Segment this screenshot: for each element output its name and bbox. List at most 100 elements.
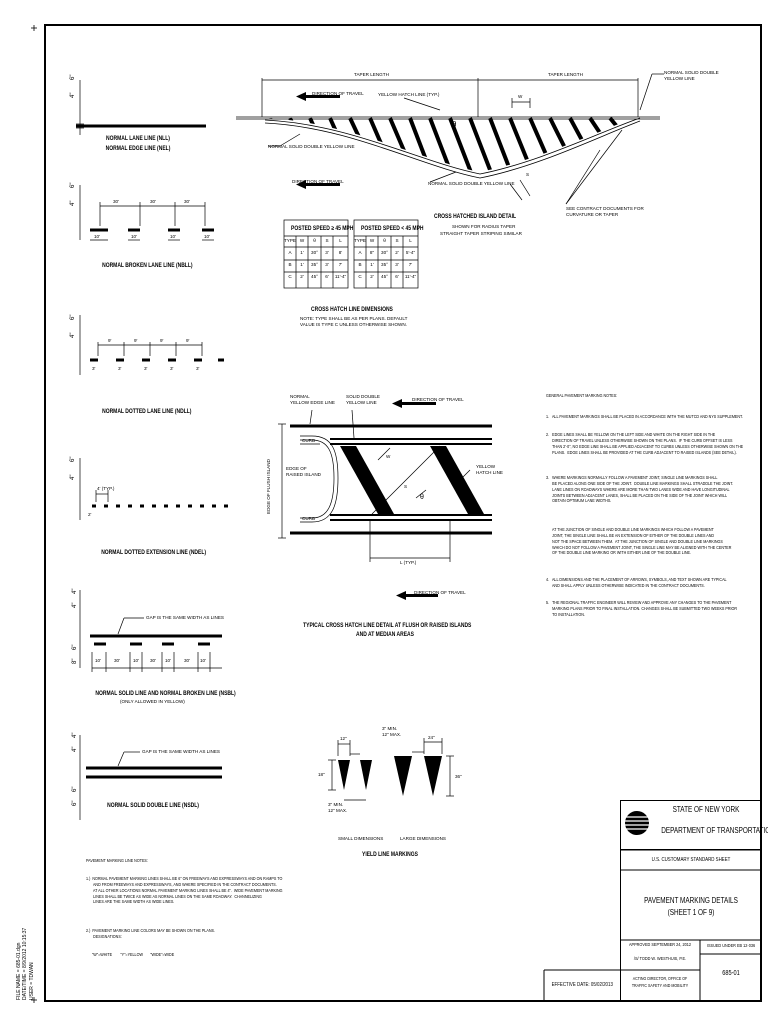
table-high-speed-title: POSTED SPEED ≥ 45 MPH (291, 225, 354, 232)
pml-notes-item2: 2.) PAVEMENT MARKING LINE COLORS MAY BE … (86, 928, 215, 939)
table-high-cell-0-2: 30° (311, 250, 318, 255)
dim-sb-10-b: 10' (133, 658, 139, 663)
dim-sb-30-c: 30' (184, 658, 190, 663)
dim-sb-10-d: 10' (200, 658, 206, 663)
island-detail-title: CROSS HATCHED ISLAND DETAIL (433, 213, 517, 220)
table-high-cell-2-1: 2' (300, 274, 304, 279)
table-low-cell-0-3: 2' (395, 250, 399, 255)
general-note-5: 5. THE REGIONAL TRAFFIC ENGINEER WILL RE… (546, 600, 738, 617)
dim-sb-10-c: 10' (165, 658, 171, 663)
table-high-cell-1-4: 7' (338, 262, 343, 267)
dim-3-e: 3' (196, 366, 200, 371)
table-high-cell-1-3: 3' (325, 262, 329, 267)
table-high-cell-2-2: 45° (311, 274, 318, 279)
table-low-header-4: L (409, 238, 412, 243)
gap-note-2: GAP IS THE SAME WIDTH AS LINES (142, 749, 220, 754)
table-low-header-3: S (395, 238, 399, 243)
double-yellow-line-left: NORMAL SOLID DOUBLE YELLOW LINE (268, 144, 355, 149)
table-low-header-0: TYPE (354, 238, 366, 243)
table-high-cell-0-4: 8' (338, 250, 343, 255)
table-high-header-4: L (339, 238, 342, 243)
tb-title2: (SHEET 1 OF 9) (667, 908, 715, 917)
yield-small-dims: SMALL DIMENSIONS (338, 836, 384, 841)
see-contract-documents: SEE CONTRACT DOCUMENTS FOR CURVATURE OR … (566, 206, 644, 217)
table-high-cell-2-0: C (288, 274, 292, 279)
solid-and-broken-line-detail (79, 590, 222, 672)
table-high-header-3: S (325, 238, 329, 243)
label-normal-lane-line: NORMAL LANE LINE (NLL) (106, 135, 170, 142)
dim-sb-10-a: 10' (95, 658, 101, 663)
table-low-cell-1-0: B (358, 262, 362, 267)
dim-sb-30-b: 30' (150, 658, 156, 663)
table-low-speed-title: POSTED SPEED < 45 MPH (361, 225, 424, 232)
table-low-cell-2-1: 2' (370, 274, 374, 279)
table-high-cell-1-2: 35° (311, 262, 318, 267)
table-low-cell-1-2: 35° (381, 262, 388, 267)
table-high-header-0: TYPE (284, 238, 296, 243)
yield-d3min-bottom: 3" MIN. 12" MAX. (328, 802, 348, 813)
tb-state: STATE OF NEW YORK (672, 805, 740, 814)
label-solid-double-line: NORMAL SOLID DOUBLE LINE (NSDL) (107, 802, 199, 809)
dim-30-b: 30' (150, 199, 156, 204)
tb-number: 685-01 (722, 970, 740, 977)
margin-file-info: FILE NAME = 685-01.dgn DATE/TIME = 8/9/2… (16, 927, 35, 1000)
table-low-cell-0-0: A (358, 250, 362, 255)
table-low-cell-0-1: 8" (369, 250, 375, 255)
table-low-cell-1-3: 3' (395, 262, 399, 267)
table-high-cell-2-4: 11'-4" (334, 274, 347, 279)
tb-title1: PAVEMENT MARKING DETAILS (644, 896, 738, 905)
general-note-1: 1. ALL PAVEMENT MARKINGS SHALL BE PLACED… (546, 414, 743, 419)
tb-role2: TRAFFIC SAFETY AND MOBILITY (631, 983, 689, 988)
gap-note-1: GAP IS THE SAME WIDTH AS LINES (146, 615, 224, 620)
pml-notes-item1: 1.) NORMAL PAVEMENT MARKING LINES SHALL … (86, 876, 283, 905)
yellow-hatch-line: YELLOW HATCH LINE (476, 464, 503, 475)
tb-approved: APPROVED SEPTEMBER 24, 2012 (628, 943, 692, 948)
label-solid-broken-line: NORMAL SOLID LINE AND NORMAL BROKEN LINE… (95, 690, 236, 697)
double-yellow-line-right: NORMAL SOLID DOUBLE YELLOW LINE (664, 70, 719, 81)
table-high-cell-1-1: 1' (300, 262, 304, 267)
flush-island-detail (278, 399, 492, 600)
tb-signed: /S/ TODD W. WESTHUIS, P.E. (633, 957, 687, 962)
label-dotted-extension-line: NORMAL DOTTED EXTENSION LINE (NDEL) (101, 549, 207, 556)
double-yellow-line-bottom: NORMAL SOLID DOUBLE YELLOW LINE (428, 181, 515, 186)
edge-of-raised-island: EDGE OF RAISED ISLAND (286, 466, 321, 477)
curb-label-top: CURB (302, 438, 316, 443)
tb-dept: DEPARTMENT OF TRANSPORTATION (661, 826, 768, 835)
table-high-cell-2-3: 6' (325, 274, 329, 279)
table-low-cell-2-4: 11'-4" (404, 274, 417, 279)
table-high-cell-0-1: 1' (300, 250, 304, 255)
dim-10-c: 10' (170, 234, 176, 239)
general-note-4: 4. ALL DIMENSIONS AND THE PLACEMENT OF A… (546, 577, 727, 588)
yield-markings-detail (328, 738, 454, 801)
dim-3-b: 3' (118, 366, 122, 371)
table-high-header-2: θ (313, 238, 316, 243)
yield-d24: 24" (428, 735, 435, 740)
pml-notes-title: PAVEMENT MARKING LINE NOTES: (86, 858, 148, 863)
dim-9-b: 9' (134, 338, 138, 343)
tb-issued: ISSUED UNDER EB 12-036 (706, 944, 756, 949)
flush-direction-of-travel-2: DIRECTION OF TRAVEL (414, 590, 466, 595)
dim-3-d: 3' (170, 366, 174, 371)
table-note: NOTE: TYPE SHALL BE AS PER PLANS. DEFAUL… (300, 316, 408, 327)
table-low-cell-1-4: 7' (408, 262, 413, 267)
flush-l-typ: L (TYP.) (400, 560, 417, 565)
flush-detail-title2: AND AT MEDIAN AREAS (356, 631, 414, 638)
dim-3-a: 3' (92, 366, 96, 371)
dim-9-c: 9' (160, 338, 164, 343)
taper-length-2: TAPER LENGTH (548, 72, 583, 77)
direction-of-travel-1: DIRECTION OF TRAVEL (312, 91, 364, 96)
normal-yellow-edge-line: NORMAL YELLOW EDGE LINE (290, 394, 335, 405)
island-s-label: S (526, 172, 530, 177)
table-high-cell-1-0: B (288, 262, 292, 267)
island-detail-sub2: STRAIGHT TAPER STRIPING SIMILAR (440, 231, 522, 236)
dim-2: 2' (88, 512, 92, 517)
dotted-lane-line-detail (79, 315, 224, 375)
island-w-label: W (518, 94, 523, 99)
dim-4-typ: 4' (TYP.) (97, 486, 115, 491)
normal-lane-line-detail (76, 80, 206, 135)
dim-3-c: 3' (144, 366, 148, 371)
curb-label-bottom: CURB (302, 516, 316, 521)
broken-lane-line-detail (79, 185, 214, 241)
